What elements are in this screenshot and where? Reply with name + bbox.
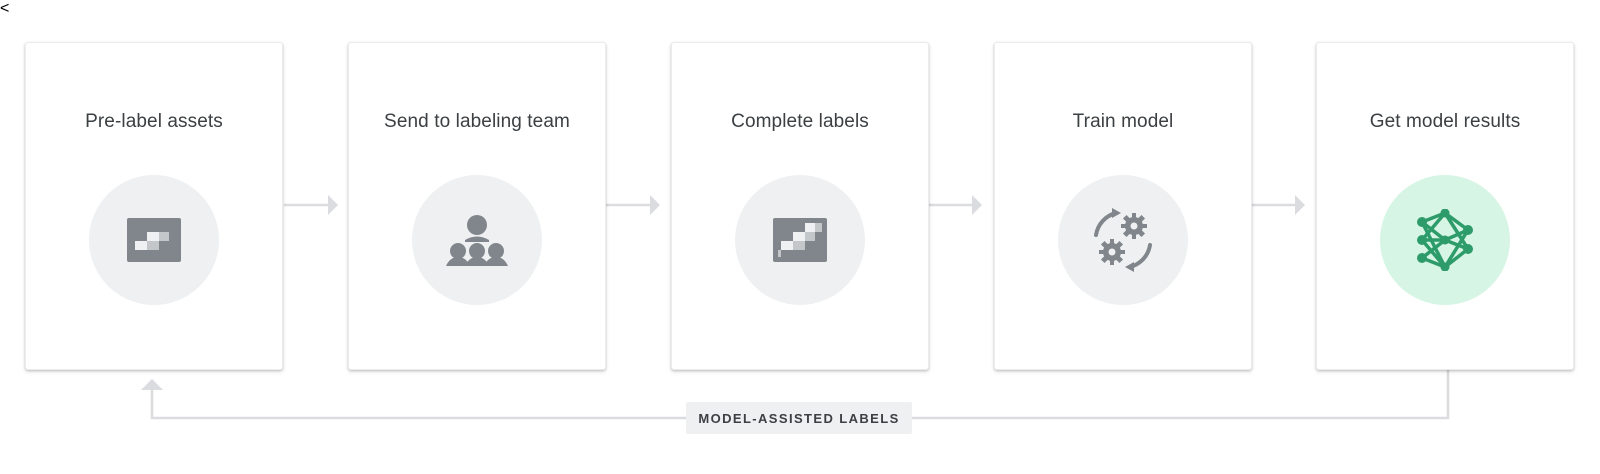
complete-labels-icon (735, 175, 865, 305)
arrow-head-3-4 (972, 195, 982, 215)
arrow-head-4-5 (1295, 195, 1305, 215)
step-card-complete-labels: Complete labels (671, 42, 929, 370)
arrow-head-1-2 (328, 195, 338, 215)
step-title: Complete labels (731, 111, 869, 132)
step-title: Train model (1072, 111, 1174, 132)
step-title: Send to labeling team (384, 111, 570, 132)
step-card-train-model: Train model (994, 42, 1252, 370)
step-title: Pre-label assets (85, 111, 223, 132)
step-card-model-results: Get model results (1316, 42, 1574, 370)
train-model-gears-icon (1058, 175, 1188, 305)
step-card-pre-label: Pre-label assets (25, 42, 283, 370)
model-assisted-labels-tag: MODEL-ASSISTED LABELS (686, 402, 912, 434)
step-card-labeling-team: Send to labeling team (348, 42, 606, 370)
arrow-head-2-3 (650, 195, 660, 215)
labeling-team-icon (412, 175, 542, 305)
arrow-head-loop (141, 379, 163, 390)
step-title: Get model results (1369, 111, 1521, 132)
neural-network-icon (1380, 175, 1510, 305)
pre-label-asset-icon (89, 175, 219, 305)
